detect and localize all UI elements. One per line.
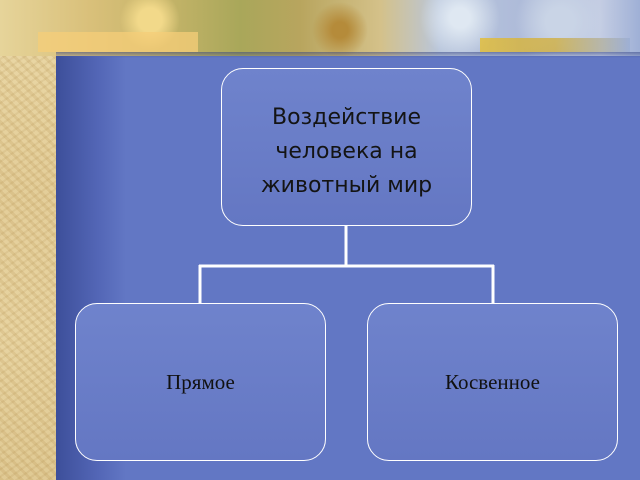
banner-shadow (56, 52, 640, 58)
diagram-child-node-direct: Прямое (75, 303, 326, 461)
decorative-parchment-strip (0, 0, 60, 480)
child-node-label-indirect: Косвенное (445, 369, 540, 394)
root-node-label: Воздействие человека на животный мир (260, 105, 433, 198)
child-node-label-direct: Прямое (166, 369, 235, 394)
banner-gold-accent (480, 38, 630, 52)
diagram-child-node-indirect: Косвенное (367, 303, 618, 461)
banner-highlight (38, 32, 198, 52)
diagram-root-node: Воздействие человека на животный мир (221, 68, 472, 226)
